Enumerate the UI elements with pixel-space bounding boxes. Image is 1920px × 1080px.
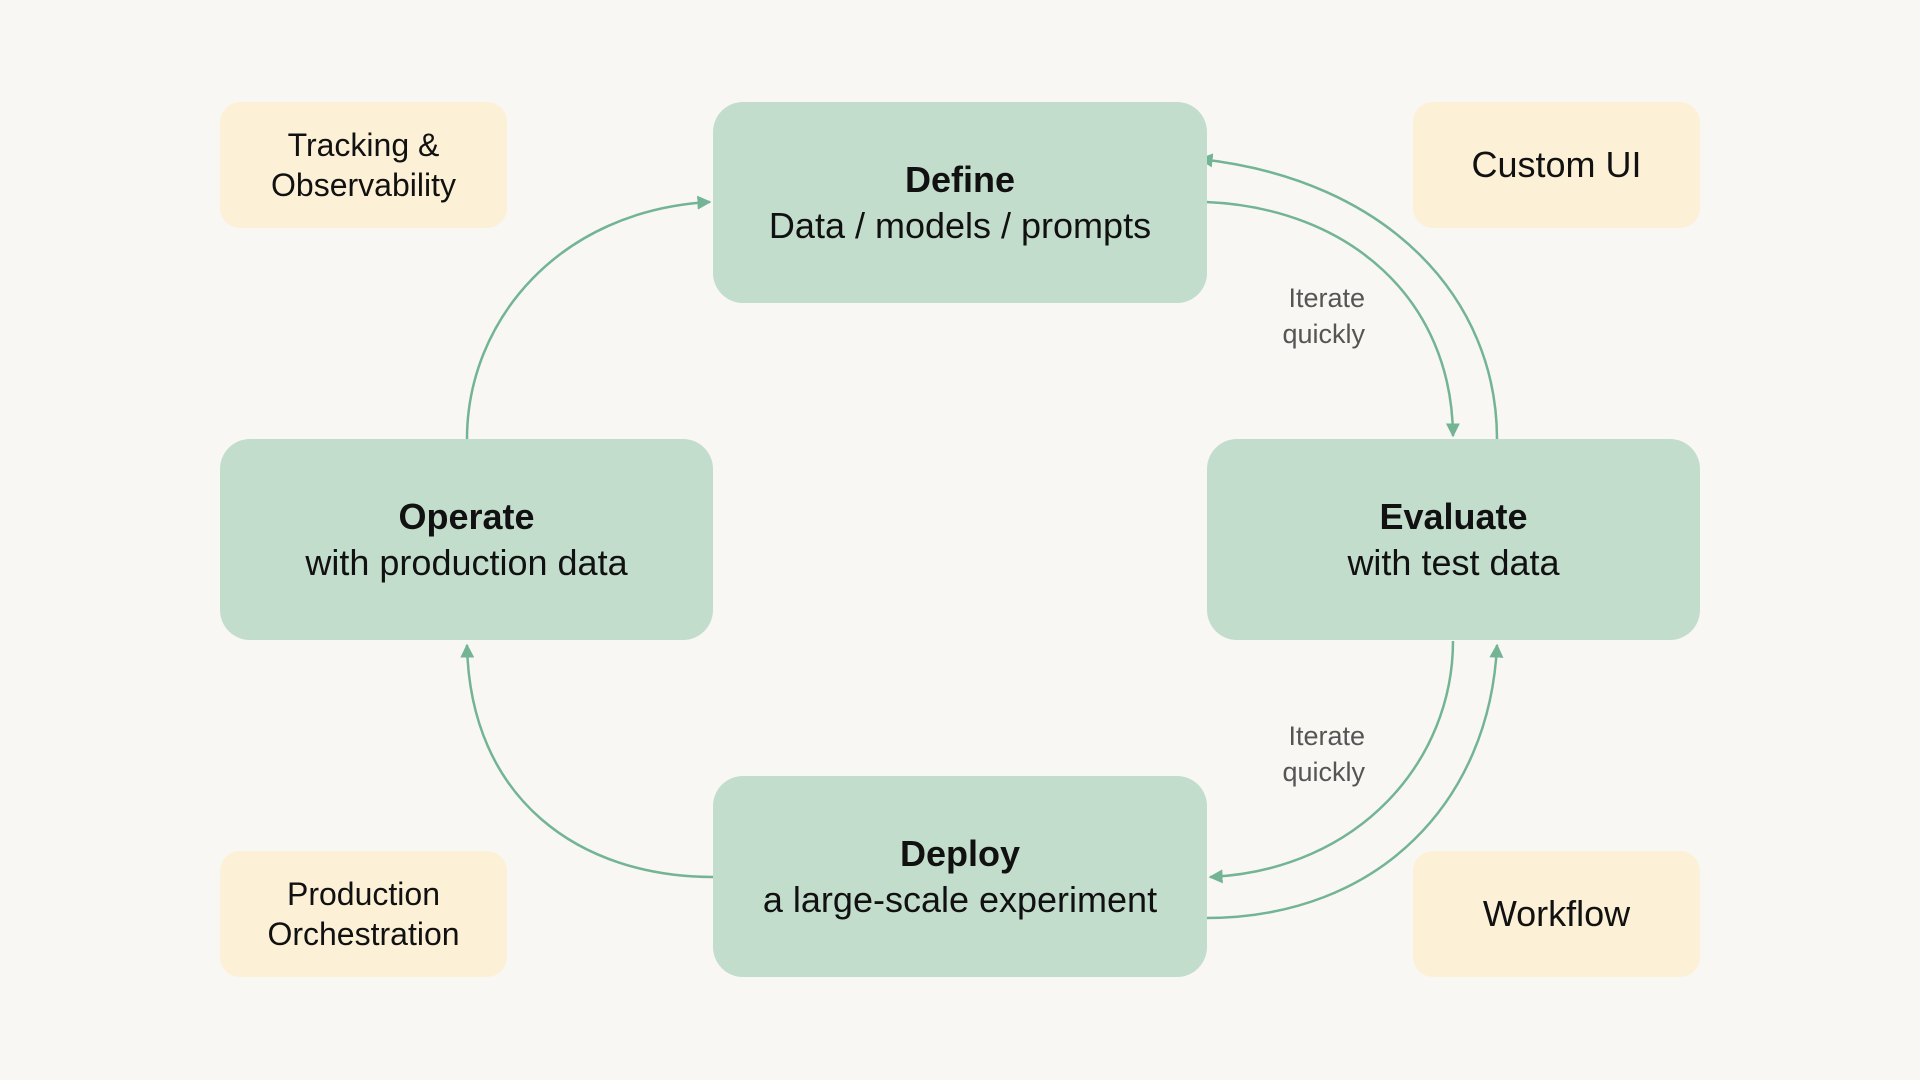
- tag-tracking-observability: Tracking & Observability: [220, 102, 507, 228]
- node-evaluate-title: Evaluate: [1379, 495, 1528, 537]
- node-define-title: Define: [904, 158, 1016, 200]
- node-evaluate: Evaluate with test data: [1207, 439, 1700, 640]
- edge-label-iterate-bottom: Iterate quickly: [1282, 721, 1365, 787]
- node-define: Define Data / models / prompts: [713, 102, 1207, 303]
- edge-define-to-evaluate: [1205, 200, 1460, 438]
- node-deploy: Deploy a large-scale experiment: [713, 776, 1207, 977]
- edge-evaluate-to-deploy: [1208, 640, 1455, 884]
- node-operate-title: Operate: [398, 495, 535, 537]
- node-operate: Operate with production data: [220, 439, 713, 640]
- tag-workflow: Workflow: [1413, 851, 1700, 977]
- tag-production-label: Production Orchestration: [267, 876, 460, 952]
- node-deploy-title: Deploy: [899, 832, 1021, 874]
- node-deploy-subtitle: a large-scale experiment: [762, 878, 1158, 920]
- edge-evaluate-to-define: [1198, 153, 1499, 440]
- node-operate-subtitle: with production data: [305, 541, 628, 583]
- edge-label-iterate-top: Iterate quickly: [1282, 283, 1365, 349]
- tag-custom-ui: Custom UI: [1413, 102, 1700, 228]
- edge-deploy-to-operate: [460, 643, 714, 879]
- tag-tracking-label: Tracking & Observability: [271, 127, 456, 203]
- tag-custom-ui-label: Custom UI: [1471, 144, 1642, 185]
- node-define-subtitle: Data / models / prompts: [768, 204, 1152, 246]
- edge-operate-to-define: [465, 195, 712, 440]
- edge-deploy-to-evaluate: [1205, 643, 1504, 920]
- tag-production-orchestration: Production Orchestration: [220, 851, 507, 977]
- node-evaluate-subtitle: with test data: [1347, 541, 1560, 583]
- tag-workflow-label: Workflow: [1482, 893, 1631, 934]
